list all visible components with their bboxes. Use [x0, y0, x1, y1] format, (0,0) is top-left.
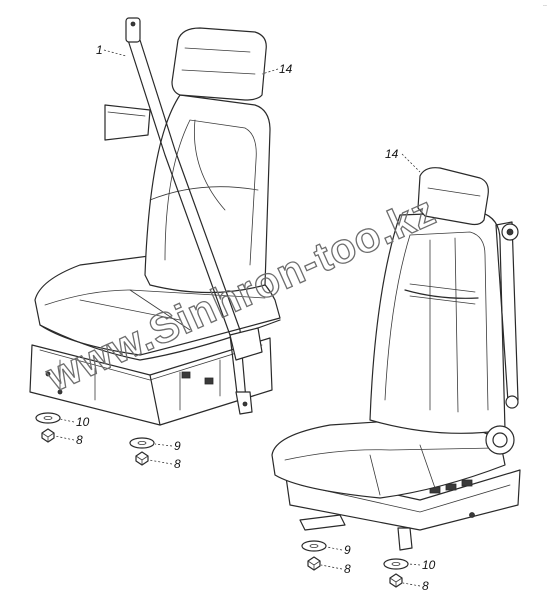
callout-left-washer-a: 10	[76, 415, 90, 429]
left-nut-a	[41, 428, 55, 443]
corner-mark: ..	[543, 1, 547, 8]
callout-right-washer-a: 9	[344, 543, 351, 557]
right-seat	[271, 167, 521, 588]
left-washer-b	[129, 437, 155, 449]
callout-left-nut-b: 8	[174, 457, 181, 471]
left-seat-base	[29, 337, 273, 426]
right-seat-headrest	[417, 167, 489, 226]
callout-right-headrest: 14	[385, 147, 399, 161]
left-washer-a	[35, 412, 61, 424]
callout-left-nut-a: 8	[76, 433, 83, 447]
left-seat-headrest	[171, 27, 267, 101]
right-washer-b	[383, 558, 409, 570]
left-seat-belt	[104, 17, 263, 415]
right-seat-cushion	[271, 417, 506, 499]
callout-right-nut-a: 8	[344, 562, 351, 576]
callout-left-belt: 1	[96, 43, 103, 57]
right-seat-belt	[485, 221, 519, 455]
left-nut-b	[135, 451, 149, 466]
right-nut-b	[389, 573, 403, 588]
right-seat-backrest	[369, 211, 506, 434]
left-seat-backrest	[144, 94, 271, 294]
leader-lines	[54, 49, 421, 587]
callout-right-washer-b: 10	[422, 558, 436, 572]
left-seat	[29, 17, 281, 466]
callout-labels: 1 14 10 8 9 8 14 9 8 10 8	[76, 43, 436, 593]
callout-left-headrest: 14	[279, 62, 293, 76]
right-washer-a	[301, 540, 327, 552]
callout-left-washer-b: 9	[174, 439, 181, 453]
right-nut-a	[307, 556, 321, 571]
callout-right-nut-b: 8	[422, 579, 429, 593]
